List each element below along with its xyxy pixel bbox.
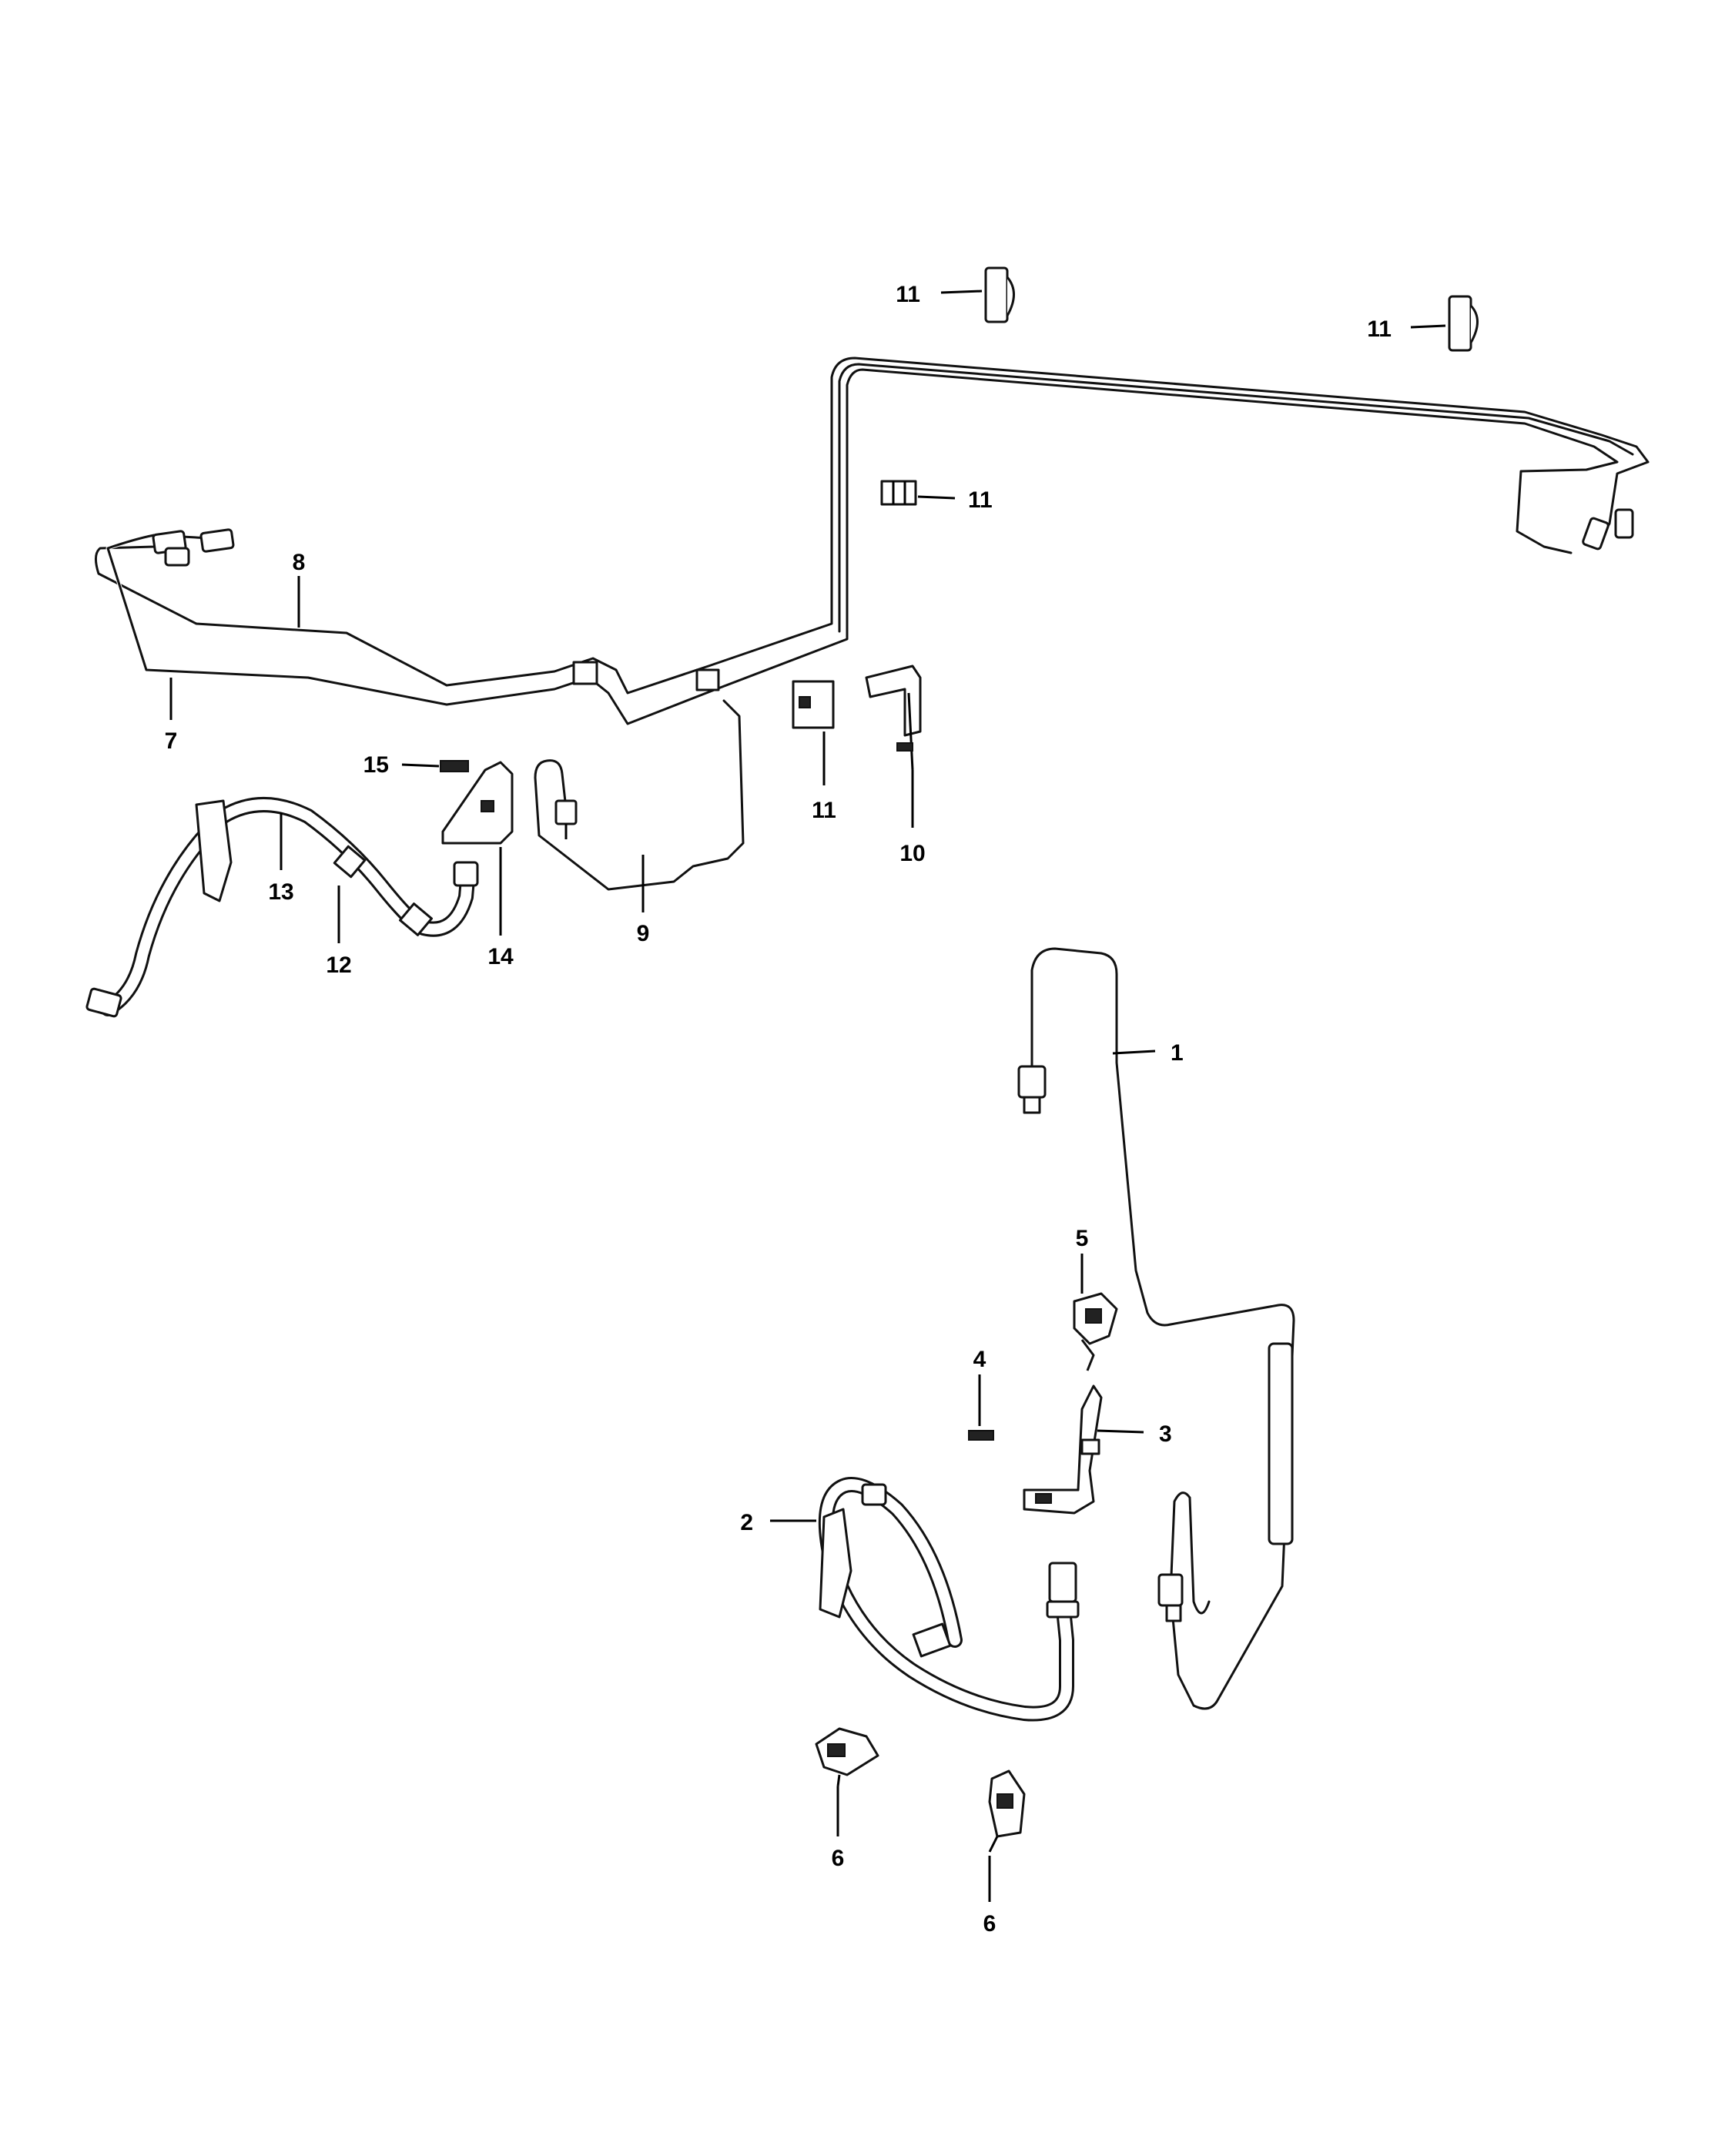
leader-11c — [917, 495, 956, 500]
tube-8 — [94, 356, 1650, 695]
tube-third — [837, 362, 1635, 634]
callout-3: 3 — [1159, 1421, 1172, 1447]
clip-5 — [1073, 1292, 1118, 1371]
callout-12: 12 — [326, 952, 351, 978]
clip-11-top-left — [984, 266, 1015, 323]
brake-tube-bundle — [94, 356, 1650, 726]
hose-2 — [818, 1477, 1080, 1722]
callout-9: 9 — [637, 921, 650, 946]
callout-4: 4 — [973, 1347, 986, 1372]
callout-11-lower: 11 — [812, 798, 836, 823]
callout-6-right: 6 — [983, 1911, 996, 1937]
callout-13: 13 — [268, 879, 293, 905]
leader-11a — [940, 290, 983, 294]
bundle-clip-a — [572, 661, 598, 685]
bracket-3 — [1023, 1384, 1103, 1515]
leader-3 — [1097, 1429, 1144, 1434]
callout-8: 8 — [293, 550, 306, 575]
sensor-6-left — [815, 1727, 879, 1787]
hose-13 — [85, 797, 479, 1018]
callout-11-top-right: 11 — [1367, 316, 1392, 342]
callout-10: 10 — [899, 841, 925, 866]
tube-9 — [533, 698, 745, 892]
sensor-6-right — [988, 1769, 1026, 1853]
bundle-clip-b — [695, 668, 720, 691]
bracket-10 — [865, 665, 922, 771]
clip-11-lower — [792, 680, 835, 729]
leader-1 — [1112, 1050, 1156, 1055]
tube-7 — [106, 367, 1619, 726]
leader-11b — [1410, 324, 1446, 329]
callout-7: 7 — [165, 728, 178, 754]
callout-14: 14 — [487, 944, 514, 969]
callout-11-top-left: 11 — [896, 282, 920, 307]
bracket-14 — [441, 761, 514, 845]
leader-15 — [401, 763, 440, 768]
callout-labels: 11 11 11 11 10 8 7 15 14 9 13 12 1 5 4 3… — [165, 282, 1392, 1937]
clip-4 — [968, 1430, 994, 1441]
leader-lines — [169, 290, 1446, 1902]
clip-11-mid — [880, 480, 917, 506]
clip-11-top-right — [1448, 295, 1479, 352]
callout-1: 1 — [1171, 1040, 1184, 1066]
tube-nut-right-b — [1614, 508, 1634, 539]
tube-nut-left-b — [199, 528, 235, 553]
callout-11-mid: 11 — [968, 487, 993, 513]
tube-1 — [1017, 946, 1296, 1711]
callout-15: 15 — [363, 752, 389, 778]
tube-nut-left-c — [164, 547, 190, 567]
clip-15 — [440, 760, 469, 772]
callout-5: 5 — [1076, 1226, 1089, 1251]
callout-6-left: 6 — [832, 1846, 845, 1871]
tube-nut-right-a — [1582, 517, 1609, 551]
callout-2: 2 — [740, 1510, 753, 1535]
